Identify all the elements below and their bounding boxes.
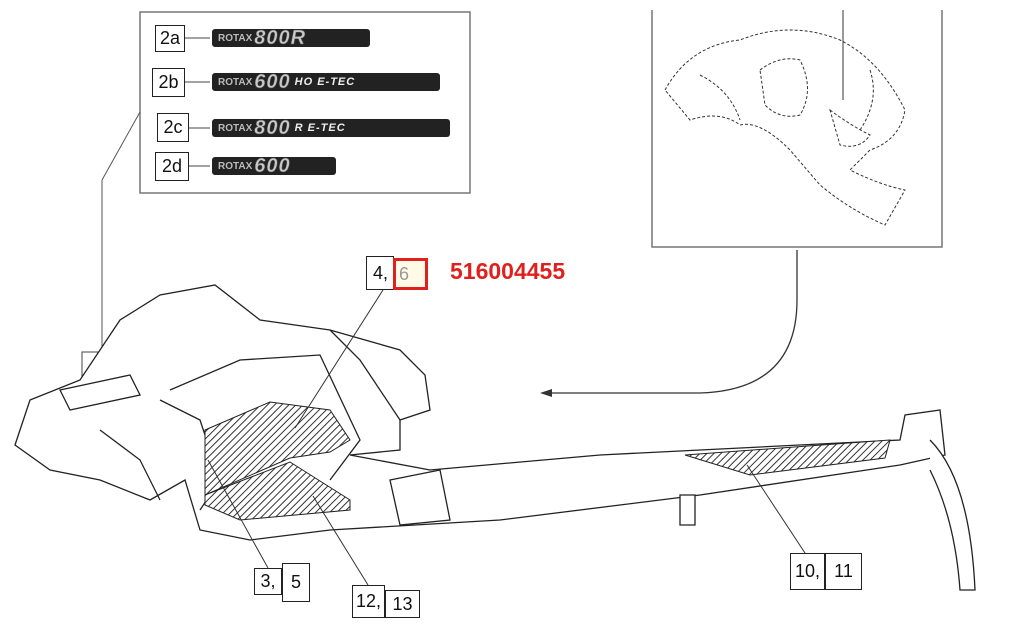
legend-leaders: [185, 37, 210, 167]
callout-3: 3,: [254, 568, 282, 595]
callout-2c: 2c: [157, 113, 189, 142]
callout-6-highlighted: 6: [393, 258, 428, 290]
callout-12: 12,: [352, 585, 385, 618]
callout-2d: 2d: [155, 152, 189, 181]
inset-frame: [651, 10, 943, 248]
leader-lines: [207, 289, 806, 586]
part-number: 516004455: [450, 258, 566, 284]
callout-2b: 2b: [152, 68, 185, 97]
snowmobile-body: [14, 284, 976, 591]
callout-10: 10,: [790, 553, 825, 590]
callout-5: 5: [282, 563, 310, 602]
callout-11: 11: [825, 553, 862, 590]
callout-13: 13: [385, 590, 420, 618]
callout-2a: 2a: [155, 25, 185, 52]
hatched-panels: [204, 401, 891, 521]
inset-hood-drawing: [664, 29, 906, 226]
inset-arrow: [548, 250, 798, 394]
decal-legend-frame: [139, 11, 471, 194]
callout-4: 4,: [366, 256, 394, 290]
